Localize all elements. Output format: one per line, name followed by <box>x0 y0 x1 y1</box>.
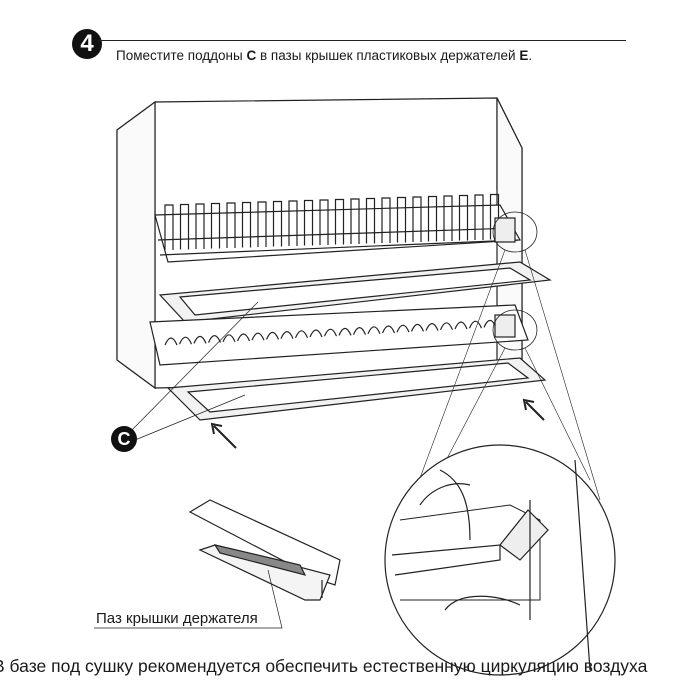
rack-bowl-rib <box>410 323 425 332</box>
rack-prong <box>288 200 298 246</box>
rack-prong <box>427 195 438 242</box>
rack-bowl-rib <box>396 324 410 333</box>
rack-bowl-rib <box>454 321 468 330</box>
rack-prong <box>164 204 174 250</box>
rack-bowl-rib <box>251 332 265 341</box>
rack-prong <box>257 201 267 247</box>
rack-bowl-rib <box>425 323 439 331</box>
rack-prong <box>365 197 376 244</box>
arrow-icon <box>210 398 545 449</box>
instruction-text: Поместите поддоны C в пазы крышек пласти… <box>116 48 532 63</box>
rack-bowl-rib <box>323 328 338 337</box>
rack-prong <box>226 202 236 248</box>
rack-bowl-rib <box>265 331 280 340</box>
holder-slot-caption: Паз крышки держателя <box>96 610 258 627</box>
rack-prong <box>381 197 391 243</box>
rack-bowl-rib <box>309 329 323 338</box>
rack-prong <box>458 194 469 241</box>
lower-bowl-rack <box>149 304 529 366</box>
instruction-part: . <box>528 48 533 63</box>
lower-drip-tray <box>166 357 547 421</box>
rack-bowl-rib <box>468 320 483 329</box>
rack-bowl-rib <box>178 336 193 345</box>
rack-prong <box>179 203 190 250</box>
rack-prong <box>396 196 407 243</box>
rack-bowl-rib <box>338 327 352 336</box>
tray-letter: C <box>246 48 257 63</box>
rack-bowl-rib <box>193 335 207 344</box>
rack-prong <box>272 200 283 247</box>
rack-bowl-rib <box>294 330 309 339</box>
holder-lid-part <box>188 499 341 601</box>
rack-prong <box>195 203 205 249</box>
instruction-part: Поместите поддоны <box>116 48 247 63</box>
rack-bowl-rib <box>164 337 178 346</box>
rack-prong <box>334 198 345 245</box>
rack-prong <box>443 195 453 241</box>
rack-prong <box>210 202 221 249</box>
air-circulation-note: В базе под сушку рекомендуется обеспечит… <box>0 656 648 676</box>
upper-plate-rack <box>154 193 521 263</box>
rack-bowl-rib <box>381 325 396 334</box>
rack-bowl-rib <box>236 333 251 342</box>
instruction-part: в пазы крышек пластиковых держателей <box>256 48 520 63</box>
rack-prong <box>412 196 422 242</box>
upper-drip-tray <box>158 261 552 323</box>
rack-prong <box>241 201 252 248</box>
rack-bowl-rib <box>367 326 381 335</box>
tray-c-label: C <box>111 426 137 452</box>
rack-bowl-rib <box>439 322 454 331</box>
rack-prong <box>350 198 360 244</box>
rack-bowl-rib <box>222 334 236 343</box>
rack-prong <box>319 199 329 245</box>
rack-bowl-rib <box>280 331 294 339</box>
detail-magnifier <box>384 444 616 676</box>
rack-prong <box>474 194 484 240</box>
step-number-badge: 4 <box>72 29 102 59</box>
holder-letter: E <box>519 48 529 63</box>
rack-prong <box>303 199 314 246</box>
header-divider <box>98 40 626 41</box>
rack-prong <box>489 193 500 240</box>
rack-bowl-rib <box>207 335 222 343</box>
rack-bowl-rib <box>352 327 367 335</box>
